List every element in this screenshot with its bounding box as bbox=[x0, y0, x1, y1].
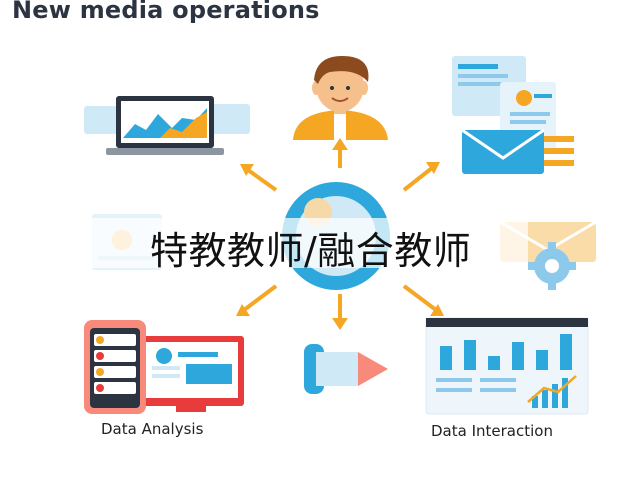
arrow-up-left-head bbox=[240, 164, 254, 176]
arrow-up-head bbox=[332, 138, 348, 150]
diagram-title: New media operations bbox=[12, 0, 320, 24]
arrow-down-left bbox=[242, 284, 278, 312]
arrow-down-right bbox=[402, 284, 438, 312]
phone-monitor-icon bbox=[84, 320, 244, 414]
laptop-chart-icon bbox=[84, 96, 250, 155]
arrow-up-right-head bbox=[426, 162, 440, 174]
arrow-down-left-head bbox=[236, 304, 250, 316]
bar-chart-dashboard-icon bbox=[425, 317, 589, 415]
pen-icon bbox=[304, 344, 388, 394]
arrow-down-right-head bbox=[430, 304, 444, 316]
label-data-interaction: Data Interaction bbox=[431, 422, 553, 440]
label-data-analysis: Data Analysis bbox=[101, 420, 204, 438]
documents-envelope-icon bbox=[452, 56, 574, 174]
arrow-up-right bbox=[402, 166, 434, 192]
text-overlay-background bbox=[88, 218, 528, 268]
arrows bbox=[236, 138, 444, 330]
overlay-caption: 特教教师/融合教师 bbox=[150, 229, 472, 273]
arrow-up-left bbox=[246, 168, 278, 192]
person-icon bbox=[293, 56, 388, 140]
arrow-down-head bbox=[332, 318, 348, 330]
